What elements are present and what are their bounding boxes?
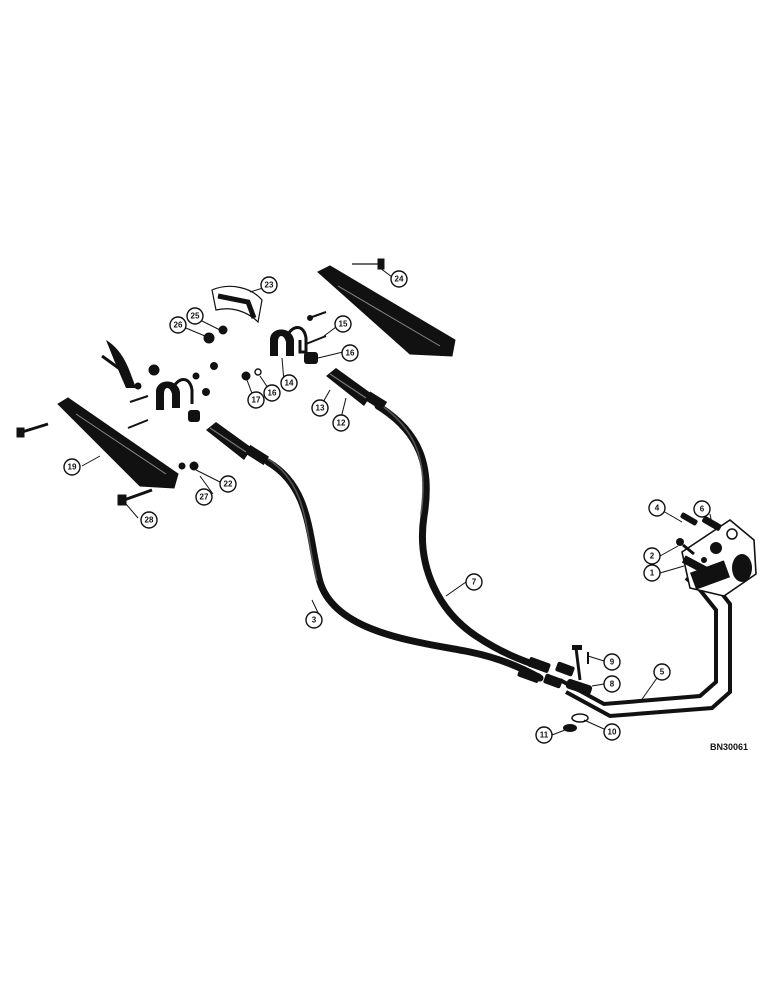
fitting-1: [681, 555, 713, 577]
callout-4: 4: [648, 499, 666, 517]
bolt-28: [117, 488, 153, 506]
svg-text:25: 25: [191, 312, 200, 321]
support-bar-lower: [57, 397, 179, 489]
callout-8: 8: [603, 675, 621, 693]
callout-1: 1: [643, 564, 661, 582]
svg-text:16: 16: [346, 349, 355, 358]
callout-2: 2: [643, 547, 661, 565]
bolt-24: [352, 258, 385, 270]
svg-text:23: 23: [265, 281, 274, 290]
svg-text:4: 4: [655, 504, 660, 513]
svg-text:11: 11: [540, 731, 549, 740]
callout-14: 14: [280, 374, 298, 392]
callout-25: 25: [186, 307, 204, 325]
svg-text:7: 7: [472, 578, 477, 587]
callout-23: 23: [260, 276, 278, 294]
hose-3: [264, 458, 544, 682]
bolt-9: [572, 645, 589, 681]
callout-16-upper: 16: [263, 384, 281, 402]
nut-26: [203, 332, 215, 344]
nut-25: [218, 325, 228, 335]
svg-text:26: 26: [174, 321, 183, 330]
svg-text:16: 16: [268, 389, 277, 398]
coupler-hose-7: [326, 368, 388, 411]
small-hardware-left: [127, 362, 218, 471]
callout-16-lower: 16: [341, 344, 359, 362]
tube-clamp-8: [565, 679, 593, 695]
svg-text:24: 24: [395, 275, 404, 284]
svg-text:28: 28: [145, 516, 154, 525]
svg-text:9: 9: [610, 658, 615, 667]
callout-9: 9: [603, 653, 621, 671]
svg-text:3: 3: [312, 616, 317, 625]
svg-text:8: 8: [610, 680, 615, 689]
clamp-14: [270, 326, 308, 356]
svg-text:15: 15: [339, 320, 348, 329]
drawing-code: BN30061: [710, 742, 748, 752]
svg-text:1: 1: [650, 569, 655, 578]
bracket-left: [101, 340, 136, 388]
svg-text:19: 19: [68, 463, 77, 472]
nut-17: [241, 371, 251, 381]
callout-10: 10: [603, 723, 621, 741]
callout-12: 12: [332, 414, 350, 432]
svg-text:2: 2: [650, 552, 655, 561]
callout-17: 17: [247, 391, 265, 409]
callout-3: 3: [305, 611, 323, 629]
callout-15: 15: [334, 315, 352, 333]
washer-16: [254, 368, 262, 376]
leader-lines: [81, 267, 713, 736]
fitting-4: [680, 512, 698, 526]
clamp-left: [156, 378, 194, 410]
svg-text:27: 27: [200, 493, 209, 502]
callout-24: 24: [390, 270, 408, 288]
callout-7: 7: [465, 573, 483, 591]
fitting-18: [304, 352, 318, 364]
support-bar-upper: [317, 265, 456, 357]
svg-text:13: 13: [316, 404, 325, 413]
callout-27: 27: [195, 488, 213, 506]
hose-7: [374, 402, 548, 672]
callout-28: 28: [140, 511, 158, 529]
bolt-left: [16, 422, 49, 438]
nut-11: [563, 724, 577, 732]
callout-5: 5: [653, 663, 671, 681]
fitting-2: [676, 538, 695, 556]
bracket-23: [211, 285, 263, 324]
bolt-15: [305, 311, 327, 345]
hose-end-fittings: [517, 657, 575, 689]
coupler-hose-3: [206, 422, 269, 466]
svg-text:10: 10: [608, 728, 617, 737]
control-valve: [681, 519, 757, 597]
svg-text:22: 22: [224, 480, 233, 489]
svg-text:17: 17: [252, 396, 261, 405]
callout-6: 6: [693, 500, 711, 518]
callout-22: 22: [219, 475, 237, 493]
callout-19: 19: [63, 458, 81, 476]
svg-text:5: 5: [660, 668, 665, 677]
callout-26: 26: [169, 316, 187, 334]
svg-text:12: 12: [337, 419, 346, 428]
callout-13: 13: [311, 399, 329, 417]
svg-text:14: 14: [285, 379, 294, 388]
svg-text:6: 6: [700, 505, 705, 514]
callout-11: 11: [535, 726, 553, 744]
